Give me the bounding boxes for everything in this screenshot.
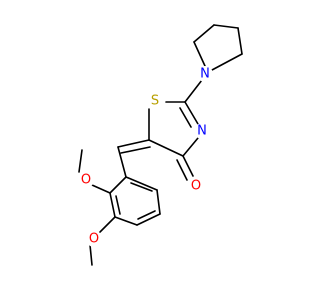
bond-ch-aryl xyxy=(117,146,127,178)
bond-c5-ch xyxy=(117,139,150,148)
bond-c4-o xyxy=(182,155,194,177)
bond-ar-5 xyxy=(156,189,161,215)
bond-c4-o-double xyxy=(176,159,188,181)
bond-c2-n3-double xyxy=(179,107,192,128)
bond-c4-c5 xyxy=(148,139,184,157)
bond-ar-4 xyxy=(136,213,161,226)
atom-sulfur: S xyxy=(147,93,163,109)
bond-ar-6 xyxy=(125,176,158,191)
bond-pyr-3 xyxy=(213,24,239,29)
atom-label-n-ring: N xyxy=(197,124,207,139)
bond-pyr-4 xyxy=(237,27,243,55)
atom-oxygen-methoxy-2: O xyxy=(78,172,94,188)
structure-canvas: S N N O O O xyxy=(78,24,243,266)
atom-oxygen-methoxy-3: O xyxy=(86,231,102,247)
atom-label-o-methoxy-3: O xyxy=(89,232,99,247)
atom-label-o-methoxy-2: O xyxy=(81,173,91,188)
thiazolone-ring xyxy=(148,79,203,181)
atom-nitrogen-pyrrolidine: N xyxy=(197,66,213,82)
bond-c5-ch-double xyxy=(120,146,151,154)
pyrrolidine-ring xyxy=(193,24,243,71)
bond-o2-me xyxy=(78,149,83,173)
benzene-ring xyxy=(109,176,161,226)
atom-label-o-carbonyl: O xyxy=(191,179,201,194)
atom-nitrogen-ring: N xyxy=(194,123,210,139)
bond-c2-n3 xyxy=(184,101,199,125)
bond-pyr-2 xyxy=(193,24,215,43)
bond-ar-inner-2 xyxy=(137,210,156,220)
atom-label-s: S xyxy=(151,94,159,109)
bond-ar-2 xyxy=(109,192,116,218)
atom-label-n-pyrrolidine: N xyxy=(200,67,210,82)
bond-pyr-5 xyxy=(211,53,243,71)
molecule-drawing: S N N O O O xyxy=(78,24,243,266)
bond-ar-inner-1 xyxy=(115,195,121,215)
bond-n3-c4 xyxy=(182,137,199,157)
atom-labels: S N N O O O xyxy=(78,66,213,247)
bond-o3-me xyxy=(89,244,93,266)
bond-ar-o2 xyxy=(91,184,111,194)
bond-n-c2 xyxy=(184,79,203,103)
exocyclic-double-bond xyxy=(117,139,151,178)
bond-pyr-1 xyxy=(193,41,206,67)
bond-ar-3 xyxy=(114,216,138,226)
atom-oxygen-carbonyl: O xyxy=(188,178,204,194)
methoxy-groups xyxy=(78,149,116,266)
bond-ar-o3 xyxy=(99,216,116,233)
bond-ar-inner-3 xyxy=(130,182,153,192)
bond-ar-1 xyxy=(109,176,127,194)
